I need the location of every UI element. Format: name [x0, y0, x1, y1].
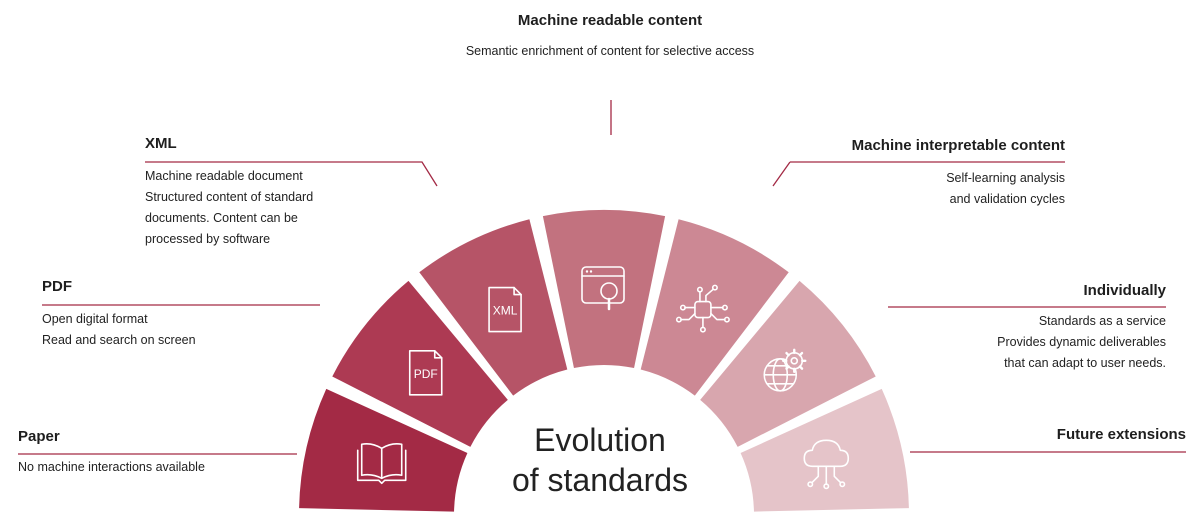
segment-pdf — [332, 280, 508, 447]
circuit-icon — [675, 284, 730, 333]
icon-text: XML — [493, 304, 518, 318]
label-individually-line-2: Provides dynamic deliverables — [997, 335, 1166, 349]
cloud-network-icon — [803, 439, 850, 490]
label-paper: Paper No machine interactions available — [18, 428, 298, 478]
label-xml-line-4: processed by software — [145, 232, 271, 246]
label-pdf-line-1: Open digital format — [42, 312, 148, 326]
globe-gear-icon — [763, 348, 807, 392]
label-pdf-line-2: Read and search on screen — [42, 333, 196, 347]
label-xml-line-2: Structured content of standard — [145, 190, 314, 204]
label-machine-readable-title: Machine readable content — [517, 12, 703, 29]
label-machine-readable-line-1: Semantic enrichment of content for selec… — [465, 44, 755, 58]
label-individually: Individually Standards as a service Prov… — [880, 282, 1166, 374]
label-xml-title: XML — [145, 135, 177, 152]
label-paper-title: Paper — [18, 428, 60, 445]
segment-paper — [299, 388, 468, 512]
label-machine-interpretable: Machine interpretable content Self-learn… — [780, 137, 1065, 210]
label-machine-interpretable-line-1: Self-learning analysis — [946, 171, 1065, 185]
xml-doc-icon: XML — [488, 286, 522, 333]
center-title: Evolution of standards — [470, 420, 730, 500]
label-individually-title: Individually — [1083, 282, 1166, 299]
label-xml-line-1: Machine readable document — [145, 169, 303, 183]
connector-xml — [145, 161, 438, 187]
connector-machine-interpretable — [772, 161, 1065, 187]
label-xml: XML Machine readable document Structured… — [145, 135, 405, 250]
segment-future — [740, 388, 909, 512]
center-title-line-1: Evolution — [534, 422, 666, 458]
pdf-doc-icon: PDF — [408, 350, 443, 396]
label-machine-readable: Machine readable content Semantic enrich… — [400, 12, 820, 62]
label-machine-interpretable-line-2: and validation cycles — [949, 192, 1065, 206]
label-paper-line-1: No machine interactions available — [18, 460, 205, 474]
label-individually-line-1: Standards as a service — [1038, 314, 1166, 328]
segment-xml — [419, 219, 568, 396]
label-pdf-title: PDF — [42, 278, 72, 295]
book-icon — [356, 442, 407, 485]
label-xml-line-3: documents. Content can be — [145, 211, 298, 225]
center-title-line-2: of standards — [511, 462, 689, 498]
label-pdf: PDF Open digital format Read and search … — [42, 278, 322, 351]
label-machine-interpretable-title: Machine interpretable content — [851, 137, 1065, 154]
label-individually-line-3: that can adapt to user needs. — [1004, 356, 1166, 370]
label-future: Future extensions — [900, 426, 1186, 443]
label-future-title: Future extensions — [1056, 426, 1186, 443]
browser-search-icon — [581, 266, 625, 311]
icon-text: PDF — [414, 367, 438, 381]
